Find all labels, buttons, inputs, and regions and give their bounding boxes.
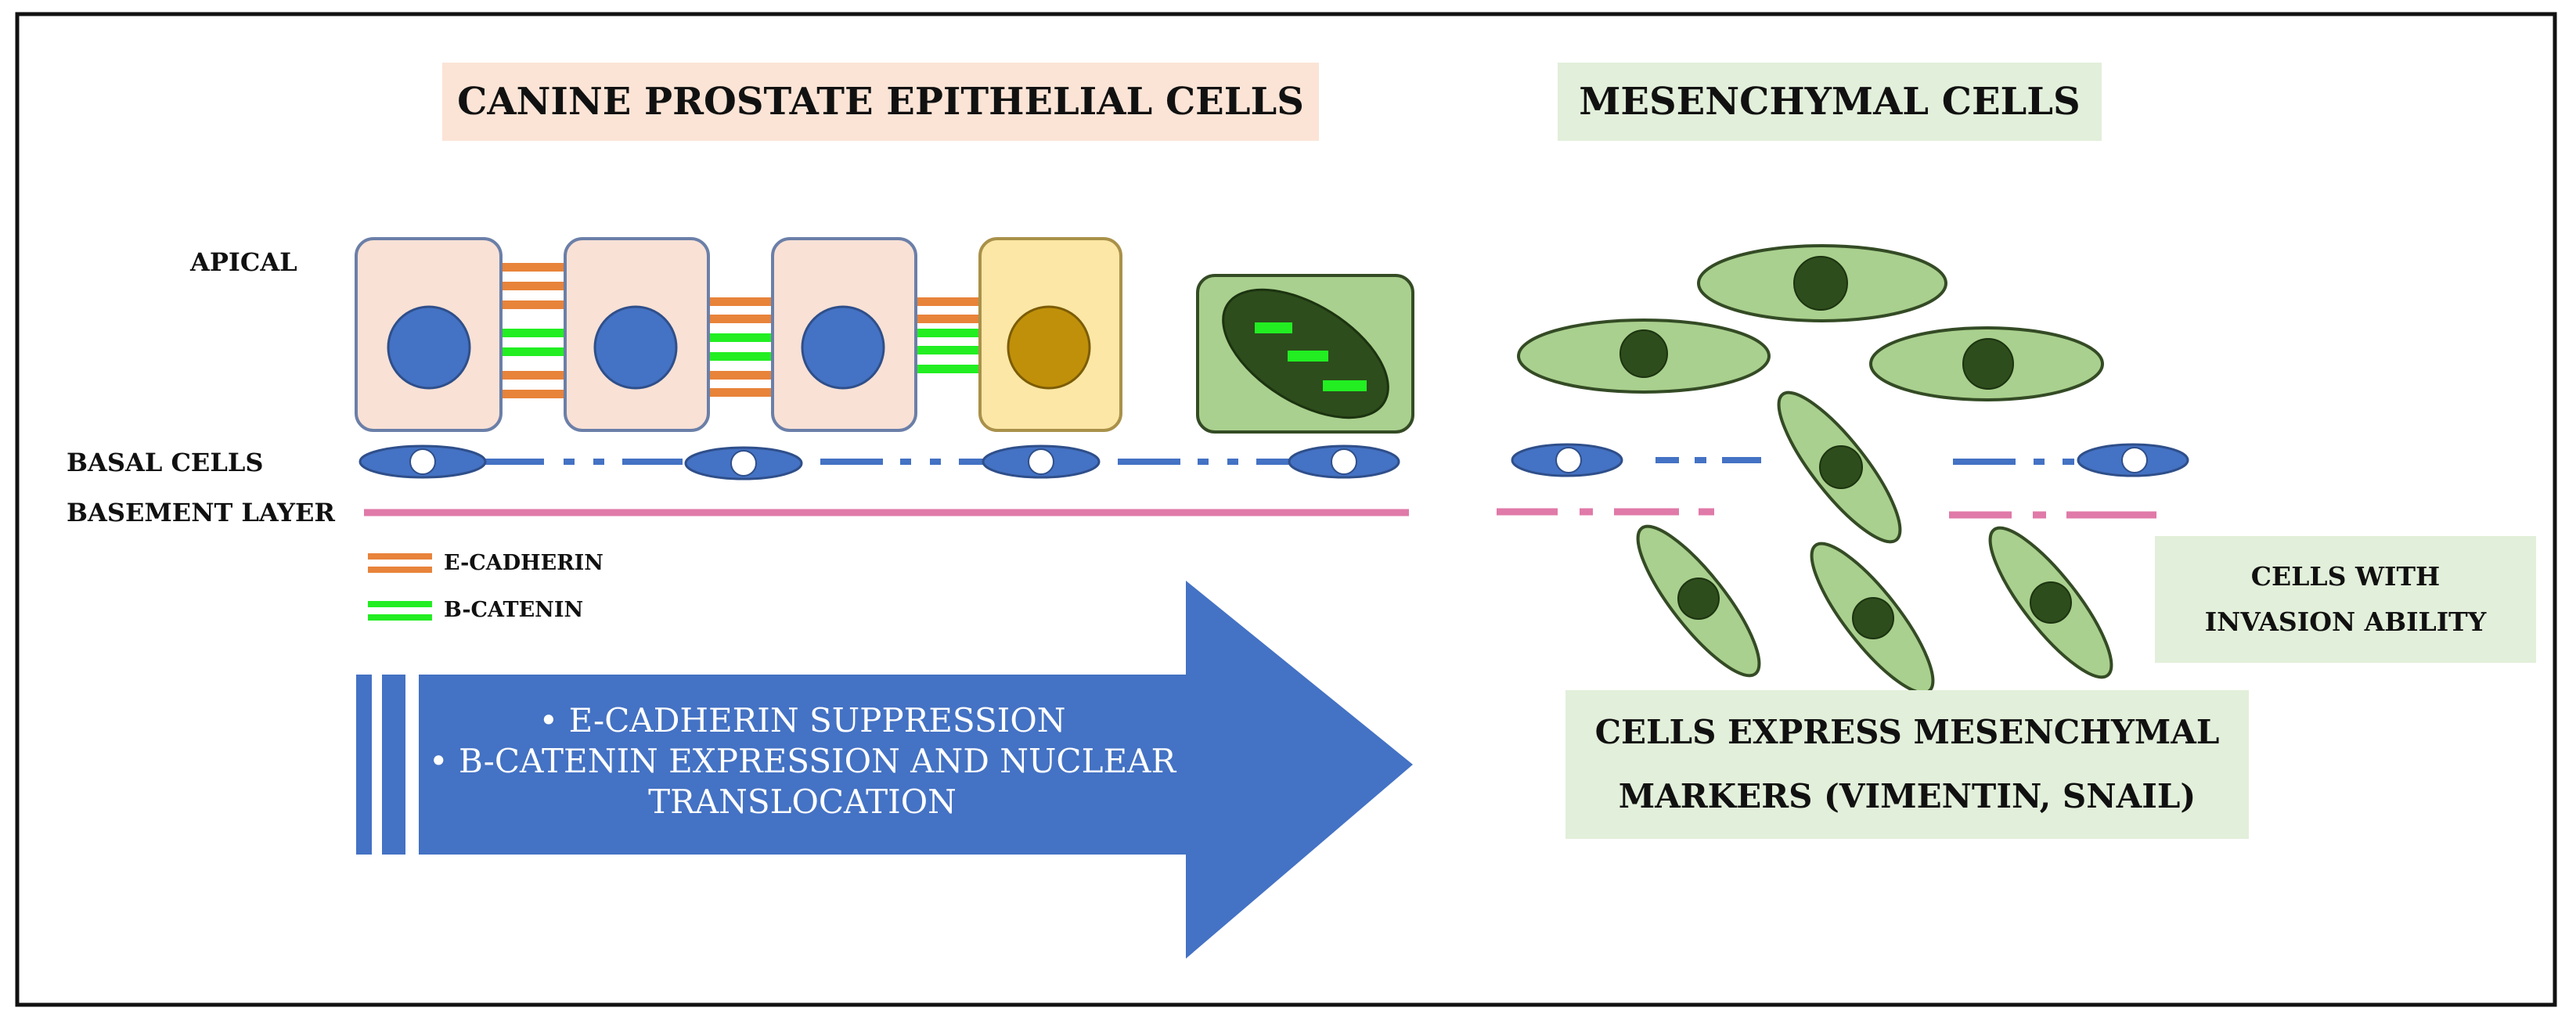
junction-1 (501, 263, 565, 398)
markers-box: CELLS EXPRESS MESENCHYMAL MARKERS (VIMEN… (1565, 690, 2249, 839)
basal-cells-label: BASAL CELLS (67, 448, 264, 477)
markers-box-bg (1565, 690, 2249, 839)
nucleus-3 (801, 305, 885, 390)
basement-layer-right (1497, 508, 2156, 519)
cell-junctions (501, 263, 980, 398)
arrow-line-2: • B-CATENIN EXPRESSION AND NUCLEAR (428, 742, 1176, 780)
nuclear-b-catenin-2 (1288, 351, 1328, 362)
legend-e-cadherin-swatch (368, 553, 432, 573)
nucleus-2 (593, 305, 678, 390)
nuclear-b-catenin-3 (1323, 380, 1367, 391)
invasion-box-bg (2155, 536, 2536, 663)
nucleus-1 (387, 305, 471, 390)
apical-label: APICAL (190, 247, 297, 277)
markers-line-2: MARKERS (VIMENTIN, SNAIL) (1618, 777, 2196, 815)
basal-cells-left (358, 444, 1400, 480)
junction-3 (916, 297, 980, 373)
arrow-line-1: • E-CADHERIN SUPPRESSION (539, 701, 1066, 740)
basement-layer-label: BASEMENT LAYER (67, 498, 335, 527)
epithelial-header: CANINE PROSTATE EPITHELIAL CELLS (457, 80, 1304, 124)
arrow-line-3: TRANSLOCATION (648, 783, 957, 821)
invasion-line-2: INVASION ABILITY (2204, 606, 2487, 637)
arrow-text: • E-CADHERIN SUPPRESSION • B-CATENIN EXP… (419, 700, 1186, 822)
epithelial-cells (355, 237, 1414, 434)
transition-arrow (356, 581, 1413, 959)
mesenchymal-cells (1517, 244, 2113, 695)
invasion-line-1: CELLS WITH (2250, 561, 2441, 592)
legend-e-cadherin-label: E-CADHERIN (444, 551, 603, 575)
nuclear-b-catenin-1 (1255, 322, 1292, 333)
epithelial-header-bg (442, 63, 1319, 141)
basal-cell-row-right (1655, 457, 2074, 465)
mesenchymal-header-bg (1558, 63, 2102, 141)
yellow-nucleus (1007, 305, 1091, 390)
mesenchymal-header: MESENCHYMAL CELLS (1579, 80, 2081, 124)
markers-line-1: CELLS EXPRESS MESENCHYMAL (1594, 713, 2220, 751)
invasion-box: CELLS WITH INVASION ABILITY (2155, 536, 2536, 663)
mesenchymal-nuclei (1619, 256, 2072, 639)
legend-b-catenin-label: B-CATENIN (444, 598, 584, 622)
junction-2 (708, 297, 773, 397)
legend-b-catenin-swatch (368, 601, 432, 621)
basal-cells-right (1511, 443, 2189, 477)
